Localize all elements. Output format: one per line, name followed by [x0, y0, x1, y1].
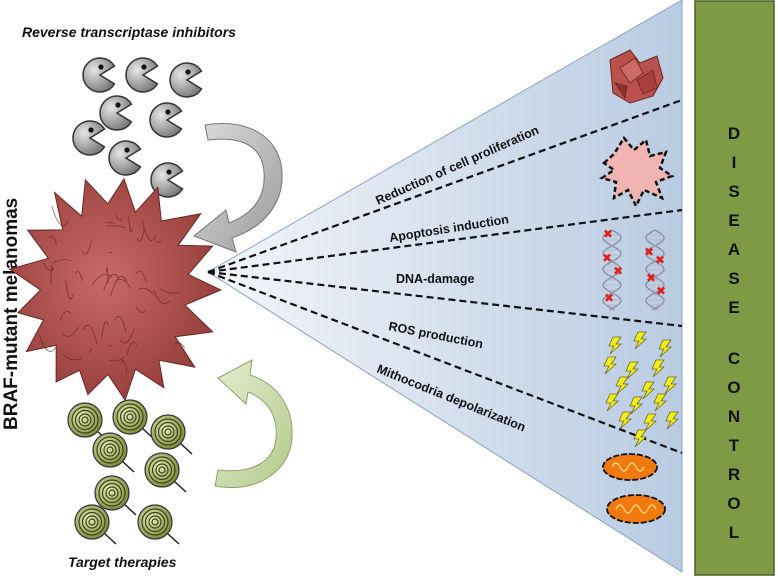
svg-text:✖: ✖ [613, 264, 623, 278]
svg-text:✖: ✖ [604, 291, 614, 305]
outcome-letter: T [729, 436, 740, 455]
tumor-mass-icon [8, 177, 223, 402]
svg-text:✖: ✖ [602, 251, 612, 265]
outcome-letter: O [727, 494, 740, 513]
pacman-icon [82, 57, 116, 93]
pacman-icon [125, 57, 159, 93]
pacman-icon [169, 62, 203, 98]
dna-helix-icon: ✖✖✖✖ [644, 229, 666, 311]
effect-label-3: DNA-damage [396, 272, 475, 286]
outcome-letter: E [728, 211, 739, 230]
target-spiral-icon [74, 504, 117, 545]
svg-text:✖: ✖ [644, 245, 654, 259]
lightning-icon [663, 376, 678, 395]
lightning-icon [625, 361, 640, 380]
lightning-icon [629, 396, 644, 415]
outcome-letter: A [728, 240, 740, 259]
curved-arrow-top [193, 123, 283, 253]
ros-icons [603, 331, 680, 448]
branch-lines [207, 98, 683, 455]
lightning-icon [615, 376, 630, 395]
lightning-icon [633, 429, 648, 448]
lightning-icon [658, 339, 673, 358]
outcome-letter: I [732, 153, 737, 172]
pacman-icon [150, 162, 184, 198]
effects-fan [207, 0, 683, 573]
pacman-icon [108, 140, 142, 176]
outcome-letter: R [728, 465, 740, 484]
lightning-icon [651, 359, 666, 378]
curved-arrow-bottom [214, 359, 293, 488]
branch-line-3 [207, 270, 683, 328]
lightning-icon [603, 356, 618, 375]
disease-control-box [694, 0, 775, 576]
target-spiral-icon [92, 432, 135, 473]
target-spiral-icon [112, 399, 155, 440]
outcome-letter: S [728, 269, 739, 288]
braf-label: BRAF-mutant melanomas [1, 198, 22, 430]
lightning-icon [605, 393, 620, 412]
lightning-icon [608, 336, 623, 355]
lightning-icon [653, 393, 668, 412]
dna-damage-icons: ✖✖✖✖✖✖✖✖ [602, 227, 666, 311]
branch-line-4 [207, 270, 683, 455]
inhibitor-group [72, 57, 203, 198]
dna-helix-icon: ✖✖✖✖ [602, 227, 623, 311]
lightning-icon [633, 331, 648, 350]
pacman-icon [99, 95, 133, 131]
lightning-icon [618, 411, 633, 430]
mitochondria-icon [602, 453, 658, 481]
svg-text:✖: ✖ [603, 227, 613, 241]
target-spiral-icon [137, 504, 180, 545]
outcome-letter: O [727, 378, 740, 397]
therapy-group [67, 399, 193, 545]
outcome-letter: S [728, 182, 739, 201]
target-spiral-icon [144, 452, 187, 493]
outcome-letter: D [728, 124, 740, 143]
lightning-icon [643, 413, 658, 432]
lightning-icon [641, 381, 656, 400]
apoptotic-cell-icon [599, 135, 675, 209]
pacman-icon [149, 102, 183, 138]
mitochondria-icon [606, 494, 666, 524]
outcome-letter: E [728, 298, 739, 317]
svg-text:✖: ✖ [655, 253, 665, 267]
branch-line-2 [207, 208, 683, 274]
lightning-icon [665, 411, 680, 430]
branch-line-1 [207, 98, 683, 274]
outcome-letter: N [728, 407, 740, 426]
therapies-label: Target therapies [68, 554, 177, 570]
outcome-letter: C [728, 349, 740, 368]
pacman-icon [72, 120, 106, 156]
svg-text:✖: ✖ [646, 271, 656, 285]
target-spiral-icon [94, 475, 137, 516]
inhibitors-label: Reverse transcriptase inhibitors [22, 24, 236, 40]
cell-clump-icon [609, 49, 664, 104]
outcome-letter: L [729, 523, 739, 542]
svg-text:✖: ✖ [656, 284, 666, 298]
target-spiral-icon [150, 414, 193, 455]
